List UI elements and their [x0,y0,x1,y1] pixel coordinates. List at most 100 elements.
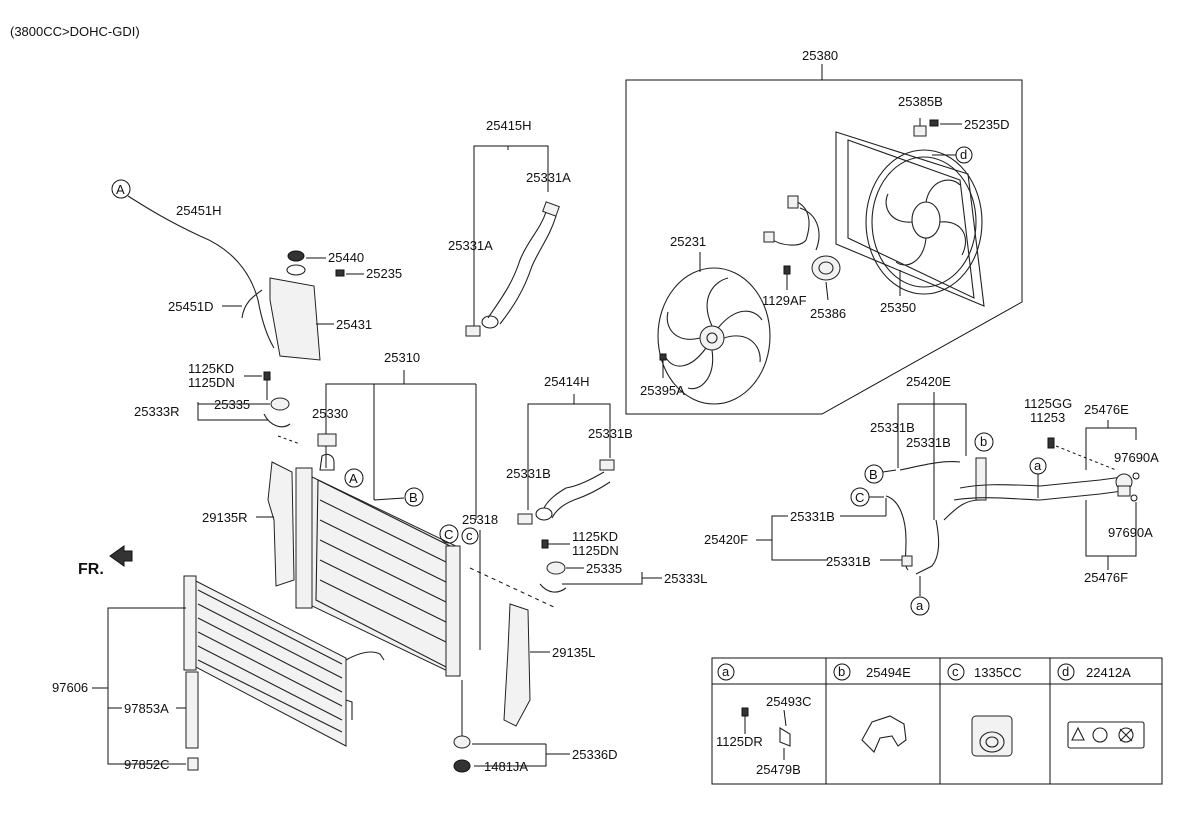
fan-assembly-outline [625,79,1023,415]
part-label-25336D: 25336D [572,747,618,762]
callout-C-radiator: C [444,527,453,542]
oil-cooler-hoses: 25420E 25331B 25331B B C b a 25331B 2542… [704,374,1131,616]
part-label-25414H: 25414H [544,374,590,389]
callout-B-radiator: B [409,490,418,505]
callout-C-hoses: C [855,490,864,505]
legend-table: a b 25494E c 1335CC d 22412A 25493C 1125… [711,657,1163,785]
part-label-1125GG: 1125GG [1024,396,1072,411]
part-label-25333L: 25333L [664,571,707,586]
part-label-1125KD-left: 1125KD [188,361,234,376]
part-label-25330: 25330 [312,406,348,421]
warning-label-22412A-icon [1067,721,1145,749]
callout-A-top: A [116,182,125,197]
callout-B-circle-radiator [404,487,424,507]
legend-b-letter: b [838,664,845,679]
part-label-25451H: 25451H [176,203,222,218]
part-label-25331B-f-top: 25331B [790,509,835,524]
callout-d: d [960,147,967,162]
sensor-25385B: 25385B [898,94,943,137]
callout-A-circle-radiator [344,468,364,488]
air-guard-29135L: 29135L [503,603,595,727]
part-label-25476E: 25476E [1084,402,1129,417]
part-label-97853A: 97853A [124,701,169,716]
part-label-1125DN-left: 1125DN [188,375,235,390]
part-label-1125DR: 1125DR [716,734,763,749]
part-label-25331B-e-top: 25331B [870,420,915,435]
part-label-97690A-bottom: 97690A [1108,525,1153,540]
legend-d-part: 22412A [1086,665,1131,680]
part-label-25335-right: 25335 [586,561,622,576]
part-label-25380: 25380 [802,48,838,63]
clip-25494E-icon [861,715,907,753]
lower-hose-25414H: 25414H 25331B 25331B [506,374,633,525]
radiator-25310: 25310 B C c A 25318 [295,350,498,677]
fan-assembly-group: 25380 25350 25385B 25235D d [625,48,1023,415]
part-label-25318: 25318 [462,512,498,527]
callout-c-circle-radiator [461,527,479,545]
screw-25235D: 25235D [929,117,1010,132]
drain-plug-25336D: 25336D 1481JA [453,680,618,774]
part-label-1481JA: 1481JA [484,759,528,774]
part-label-25476F: 25476F [1084,570,1128,585]
part-label-25479B: 25479B [756,762,801,777]
part-label-25331B-hose-top: 25331B [588,426,633,441]
callout-c-radiator: c [466,528,473,543]
front-direction-indicator: FR. [78,545,133,578]
part-label-1129AF: 1129AF [762,293,807,308]
legend-a-circle [717,663,735,681]
callout-A-circle-top [111,179,131,199]
legend-a-letter: a [722,664,730,679]
part-label-97852C: 97852C [124,757,170,772]
part-label-25310: 25310 [384,350,420,365]
part-label-1125DN-right: 1125DN [572,543,619,558]
callout-A-radiator: A [349,471,358,486]
callout-B-hoses: B [869,467,878,482]
part-label-29135R: 29135R [202,510,248,525]
part-label-25395A: 25395A [640,383,685,398]
air-guard-29135R: 29135R [202,435,301,587]
legend-d-circle [1057,663,1075,681]
reservoir-25431: A 25451H 25451D 25440 25235 25431 [111,179,402,361]
front-label: FR. [78,561,104,578]
engine-spec-label: (3800CC>DOHC-GDI) [10,24,140,39]
legend-d-letter: d [1062,664,1069,679]
condenser-97606: 97606 97853A 97852C [52,575,385,772]
callout-b-circle-hoses [974,432,994,452]
legend-c-part: 1335CC [974,665,1022,680]
part-label-1125KD-right: 1125KD [572,529,618,544]
cooler-lines-25476: 1125GG 11253 25476E 97690A 97690A 25476F [1024,396,1159,585]
upper-hose-25415H: 25415H 25331A 25331A [448,118,571,337]
part-label-25331B-hose-bottom: 25331B [506,466,551,481]
part-label-97606: 97606 [52,680,88,695]
bracket-left-25333L: 1125KD 1125DN 25335 25333L [469,529,707,609]
callout-a-hoses-top: a [1034,458,1042,473]
part-label-25440: 25440 [328,250,364,265]
part-label-25235D: 25235D [964,117,1010,132]
part-label-25331A-top: 25331A [526,170,571,185]
part-label-11253: 11253 [1030,410,1065,425]
screw-25395A: 25395A [640,353,685,398]
part-label-25493C: 25493C [766,694,812,709]
part-label-25331B-f-bottom: 25331B [826,554,871,569]
legend-b-part: 25494E [866,665,911,680]
part-label-25420E: 25420E [906,374,951,389]
fan-motor-25386: 25386 [763,195,846,321]
part-label-25385B: 25385B [898,94,943,109]
part-label-25331B-e-bottom: 25331B [906,435,951,450]
part-label-25431: 25431 [336,317,372,332]
part-label-25235: 25235 [366,266,402,281]
part-label-25420F: 25420F [704,532,748,547]
callout-a-hoses-bottom: a [916,598,924,613]
part-label-25451D: 25451D [168,299,214,314]
callout-B-circle-hoses [864,464,884,484]
callout-d-circle [955,146,973,164]
fan-blade-25231: 25231 [657,234,771,405]
callout-b-hoses: b [980,434,987,449]
part-label-25333R: 25333R [134,404,180,419]
bolt-1129AF: 1129AF [762,265,807,308]
part-label-25386: 25386 [810,306,846,321]
legend-c-letter: c [952,664,959,679]
part-label-25331A-bottom: 25331A [448,238,493,253]
grommet-1335CC-icon [971,715,1013,757]
